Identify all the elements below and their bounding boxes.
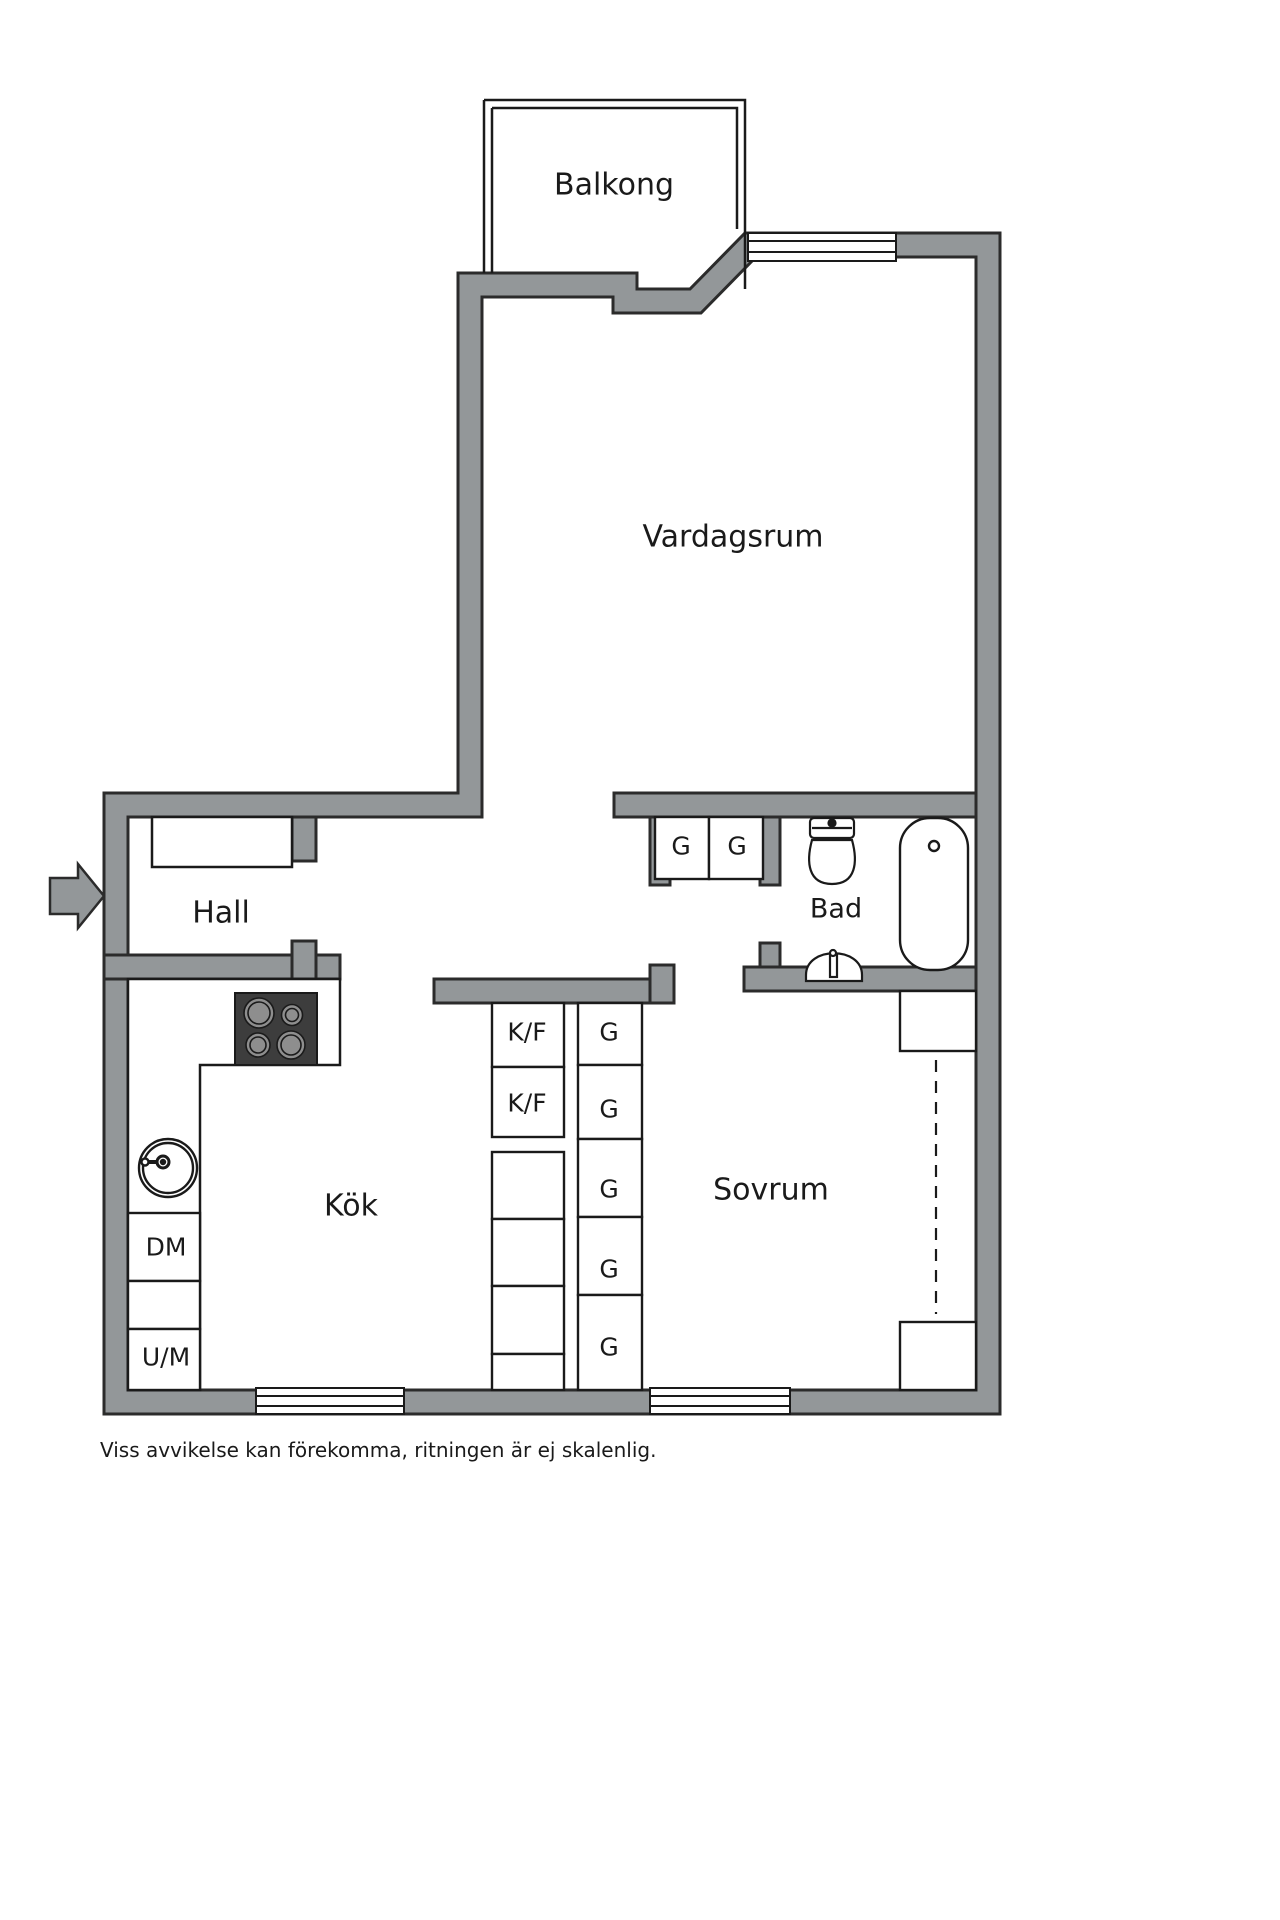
disclaimer-caption: Viss avvikelse kan förekomma, ritningen … <box>100 1438 657 1462</box>
box-wardrobe-4 <box>576 1215 644 1297</box>
balcony-railing-outer <box>482 98 747 289</box>
box-dishwasher <box>126 1211 202 1283</box>
entrance-arrow-icon <box>48 860 106 932</box>
wall-hall-stub-top <box>290 815 318 863</box>
toilet-icon <box>808 816 856 886</box>
central-closet-block <box>490 1001 644 1392</box>
box-wardrobe-1 <box>576 1001 644 1067</box>
box-wardrobe-5 <box>576 1293 644 1392</box>
box-kok-cab-1 <box>490 1150 566 1221</box>
box-kok-cab-4 <box>490 1352 566 1392</box>
bathroom-sink-drain <box>828 948 838 958</box>
bathroom-sink-faucet <box>828 953 839 979</box>
bedroom-wardrobe-top <box>898 989 978 1053</box>
box-wardrobe-3 <box>576 1137 644 1219</box>
hall-closet <box>150 815 294 869</box>
burner-large-2-inner <box>280 1034 302 1056</box>
burner-small-2-inner <box>249 1036 267 1054</box>
bathtub-drain <box>927 839 941 853</box>
kitchen-appliance-boxes <box>126 1211 202 1392</box>
box-kok-cab-3 <box>490 1284 566 1356</box>
box-empty-cabinet <box>126 1279 202 1331</box>
box-bad-wardrobe-2 <box>707 815 765 881</box>
box-washer <box>126 1327 202 1392</box>
box-fridge-1 <box>490 1001 566 1069</box>
box-wardrobe-2 <box>576 1063 644 1141</box>
box-kok-cab-2 <box>490 1217 566 1288</box>
toilet-bowl <box>808 838 856 886</box>
wall-group <box>102 231 1002 1416</box>
stove-cooktop-icon <box>234 992 318 1066</box>
balcony-outline <box>482 98 747 289</box>
window-balcony-door <box>747 232 897 262</box>
window-group <box>255 232 897 1415</box>
burner-small-1-inner <box>284 1007 300 1023</box>
wall-bad-bottom-stub <box>758 941 782 969</box>
kitchen-sink-icon <box>137 1137 199 1199</box>
burner-large-1-inner <box>247 1001 271 1025</box>
wall-kok-upper <box>314 953 342 981</box>
bathtub-outer <box>898 816 970 972</box>
balcony-railing-inner <box>490 106 739 273</box>
box-bad-wardrobe-1 <box>653 815 711 881</box>
window-sovrum <box>649 1387 791 1415</box>
wall-bad-top <box>612 791 978 819</box>
window-kok <box>255 1387 405 1415</box>
bathtub-icon <box>898 816 970 972</box>
wall-closet-top-stub <box>648 963 676 1005</box>
box-fridge-2 <box>490 1065 566 1139</box>
hall-closet-box <box>150 815 294 869</box>
wall-hall-stub-right <box>290 939 318 981</box>
bad-wardrobes <box>653 815 765 881</box>
bathroom-sink-icon <box>804 948 864 983</box>
wall-closet-top <box>432 977 676 1005</box>
toilet-flush-button <box>827 818 837 828</box>
bedroom-wardrobe <box>898 989 978 1392</box>
bedroom-wardrobe-bottom <box>898 1320 978 1392</box>
